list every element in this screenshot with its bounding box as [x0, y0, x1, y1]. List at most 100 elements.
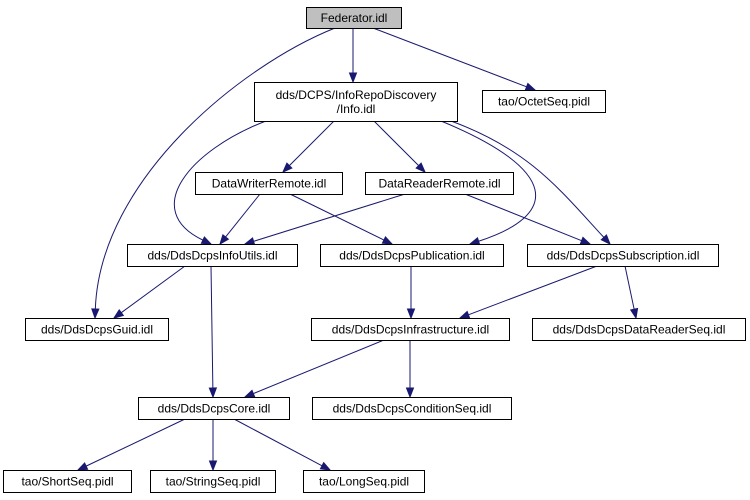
nodes-layer: Federator.idl dds/DCPS/InfoRepoDiscovery/… — [3, 7, 746, 493]
arrowhead-icon — [458, 310, 471, 319]
node-datawriterremote[interactable]: DataWriterRemote.idl — [195, 172, 343, 195]
arrowhead-icon — [243, 237, 256, 246]
node-conditionseq[interactable]: dds/DdsDcpsConditionSeq.idl — [312, 397, 512, 420]
edge-line — [225, 193, 261, 238]
node-label: tao/LongSeq.pidl — [319, 475, 409, 489]
edge-subscription-to-datareaderseq — [624, 265, 639, 320]
edge-line — [440, 120, 537, 242]
arrowhead-icon — [415, 162, 426, 173]
node-box — [303, 470, 425, 493]
node-datareaderseq[interactable]: dds/DdsDcpsDataReaderSeq.idl — [532, 318, 746, 341]
edge-line — [85, 418, 186, 467]
node-label: dds/DdsDcpsPublication.idl — [339, 249, 484, 263]
node-label: tao/ShortSeq.pidl — [21, 475, 113, 489]
edge-datawriterremote-to-publication — [289, 193, 394, 245]
edge-infrastructure-to-conditionseq — [405, 340, 415, 399]
node-subscription[interactable]: dds/DdsDcpsSubscription.idl — [527, 244, 719, 267]
node-label: DataWriterRemote.idl — [212, 177, 326, 191]
edge-infoutils-to-guid — [112, 265, 186, 319]
node-label: dds/DCPS/InfoRepoDiscovery — [276, 88, 437, 102]
edge-info-to-datawriterremote — [282, 120, 335, 173]
arrowhead-icon — [381, 236, 394, 245]
node-box — [195, 172, 343, 195]
edge-core-to-longseq — [233, 418, 332, 471]
node-box — [532, 318, 746, 341]
edge-datareaderremote-to-infoutils — [243, 193, 406, 246]
node-box — [320, 244, 504, 267]
edge-line — [373, 120, 419, 166]
edge-line — [233, 418, 323, 467]
arrowhead-icon — [468, 237, 481, 246]
arrowhead-icon — [319, 461, 332, 471]
edge-datawriterremote-to-infoutils — [219, 193, 261, 246]
edges-layer — [76, 27, 639, 472]
arrowhead-icon — [600, 234, 611, 246]
node-box — [527, 244, 719, 267]
arrowhead-icon — [348, 72, 358, 84]
edge-federator-to-guid — [91, 27, 336, 320]
edge-line — [94, 27, 336, 310]
node-octetseq[interactable]: tao/OctetSeq.pidl — [482, 90, 606, 113]
arrowhead-icon — [579, 236, 592, 245]
edge-line — [210, 265, 214, 389]
arrowhead-icon — [208, 460, 218, 472]
edge-line — [253, 193, 406, 242]
edge-line — [450, 120, 605, 238]
arrowhead-icon — [282, 162, 293, 173]
node-label: tao/OctetSeq.pidl — [498, 95, 590, 109]
edge-line — [289, 120, 335, 166]
node-label: dds/DdsDcpsCore.idl — [158, 402, 271, 416]
node-box — [127, 244, 298, 267]
edge-info-to-datareaderremote — [373, 120, 426, 173]
node-box — [365, 172, 514, 195]
arrowhead-icon — [91, 308, 100, 320]
node-label: tao/StringSeq.pidl — [166, 475, 261, 489]
edge-federator-to-info — [348, 28, 358, 84]
node-guid[interactable]: dds/DdsDcpsGuid.idl — [25, 318, 169, 341]
edge-line — [253, 339, 385, 395]
node-box — [3, 470, 132, 493]
node-label: DataReaderRemote.idl — [378, 177, 500, 191]
arrowhead-icon — [76, 462, 89, 471]
node-label: /Info.idl — [337, 102, 376, 116]
edge-subscription-to-infrastructure — [458, 265, 598, 319]
arrowhead-icon — [200, 236, 213, 245]
node-box — [254, 82, 458, 122]
arrowhead-icon — [219, 233, 230, 246]
node-core[interactable]: dds/DdsDcpsCore.idl — [138, 397, 290, 420]
arrowhead-icon — [405, 387, 415, 399]
node-infoutils[interactable]: dds/DdsDcpsInfoUtils.idl — [127, 244, 298, 267]
arrowhead-icon — [524, 82, 537, 91]
node-info[interactable]: dds/DCPS/InfoRepoDiscovery/Info.idl — [254, 82, 458, 122]
node-longseq[interactable]: tao/LongSeq.pidl — [303, 470, 425, 493]
edge-publication-to-infrastructure — [406, 266, 416, 320]
edge-line — [464, 193, 582, 242]
node-label: dds/DdsDcpsInfrastructure.idl — [332, 323, 489, 337]
node-stringseq[interactable]: tao/StringSeq.pidl — [150, 470, 276, 493]
node-box — [312, 397, 512, 420]
node-label: dds/DdsDcpsDataReaderSeq.idl — [553, 323, 726, 337]
node-label: dds/DdsDcpsSubscription.idl — [547, 249, 700, 263]
edge-federator-to-octetseq — [372, 27, 537, 91]
arrowhead-icon — [629, 307, 639, 320]
edge-line — [173, 120, 267, 241]
node-datareaderremote[interactable]: DataReaderRemote.idl — [365, 172, 514, 195]
node-shortseq[interactable]: tao/ShortSeq.pidl — [3, 470, 132, 493]
edge-info-to-infoutils — [173, 120, 267, 245]
node-label: dds/DdsDcpsInfoUtils.idl — [147, 249, 277, 263]
edge-infrastructure-to-core — [243, 339, 385, 398]
node-box — [150, 470, 276, 493]
node-publication[interactable]: dds/DdsDcpsPublication.idl — [320, 244, 504, 267]
node-infrastructure[interactable]: dds/DdsDcpsInfrastructure.idl — [311, 318, 510, 341]
node-federator[interactable]: Federator.idl — [306, 7, 402, 29]
node-box — [311, 318, 510, 341]
edge-line — [372, 27, 527, 88]
edge-core-to-shortseq — [76, 418, 186, 471]
node-box — [306, 7, 402, 29]
arrowhead-icon — [243, 389, 256, 398]
node-box — [25, 318, 169, 341]
edge-line — [289, 193, 385, 241]
edge-line — [468, 265, 598, 316]
edge-datareaderremote-to-subscription — [464, 193, 592, 245]
edge-line — [624, 265, 635, 310]
